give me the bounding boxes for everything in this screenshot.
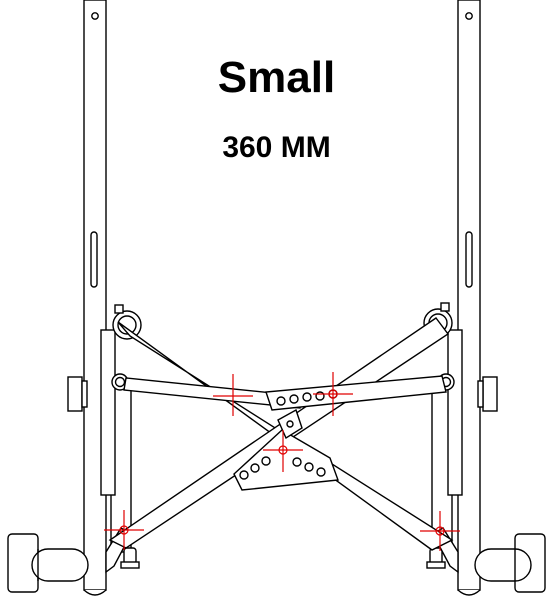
left-side-bracket <box>100 329 116 496</box>
left-top-knob <box>112 304 142 340</box>
pivot-marker-lower-left <box>104 510 144 550</box>
right-upright-post <box>457 0 481 596</box>
right-foot <box>474 533 546 593</box>
pivot-marker-center <box>263 430 303 472</box>
left-horizontal-link <box>123 377 303 409</box>
center-adjustment-plate <box>233 408 339 491</box>
size-name-label: Small <box>217 53 336 102</box>
pivot-marker-lower-right <box>420 511 460 551</box>
right-side-bracket <box>447 329 463 496</box>
right-adjustment-plate <box>265 375 447 411</box>
left-foot <box>7 533 89 593</box>
left-adjust-bolt <box>67 376 88 412</box>
pivot-marker-upper-right <box>313 372 353 416</box>
right-adjust-bolt <box>477 376 498 412</box>
pivot-marker-upper-left <box>213 374 253 416</box>
size-measurement-label: 360 MM <box>222 131 331 164</box>
left-caster <box>120 547 140 569</box>
